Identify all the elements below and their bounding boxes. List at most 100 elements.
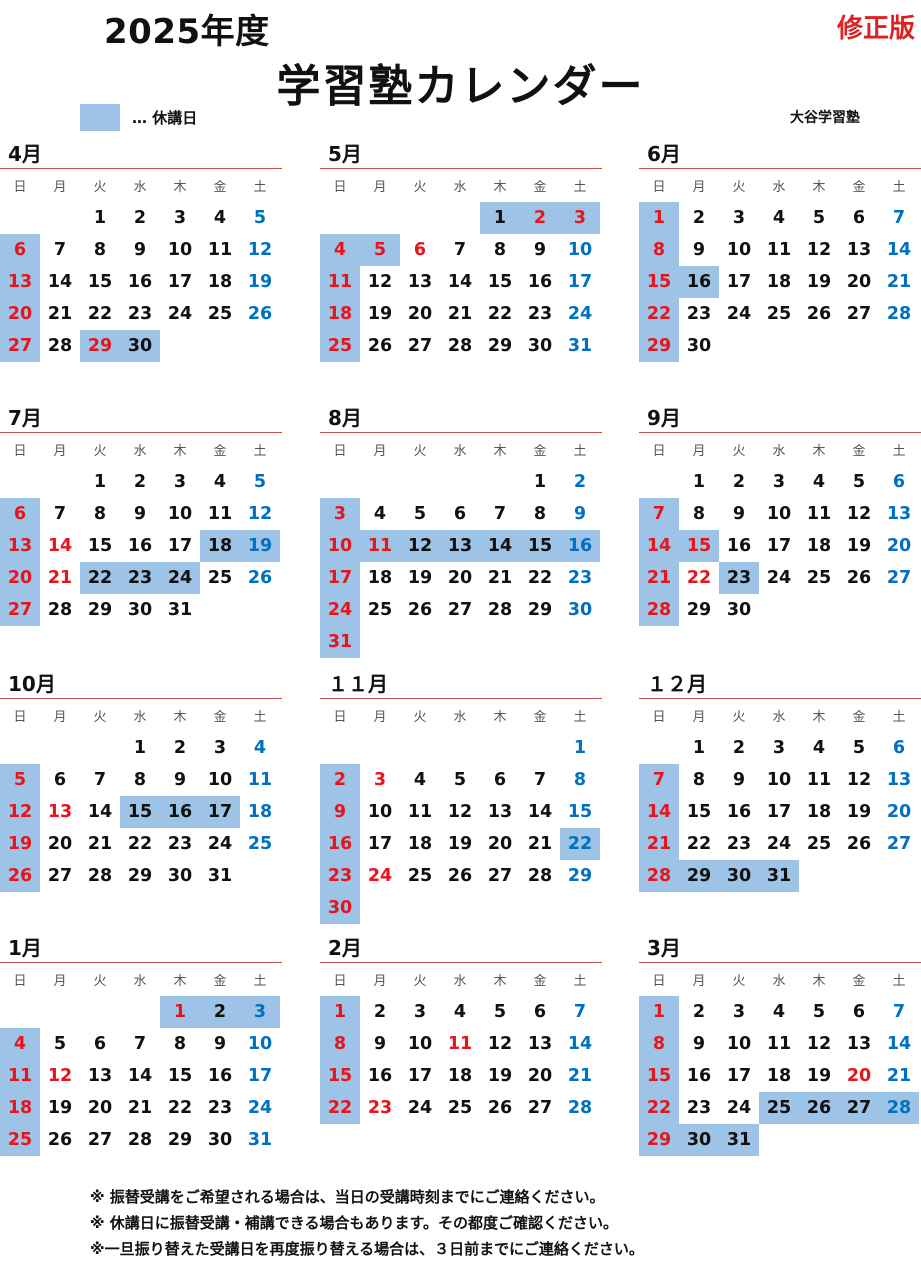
- closed-day-cell: 20: [0, 298, 40, 330]
- day-cell: 28: [447, 336, 473, 356]
- day-cell: 5: [453, 770, 467, 790]
- closed-day-cell: 28: [879, 1092, 919, 1124]
- day-cell: 17: [407, 1066, 433, 1086]
- closed-day-cell: 9: [320, 796, 360, 828]
- empty-cell: [440, 732, 480, 764]
- closed-day-cell: 29: [80, 330, 120, 362]
- weekday-label: 水: [772, 974, 786, 989]
- closed-day-cell: 23: [320, 860, 360, 892]
- weekday-label: 火: [93, 974, 107, 989]
- day-cell: 6: [892, 472, 906, 492]
- weekday-label: 月: [53, 180, 67, 195]
- weekday-label: 木: [173, 710, 187, 725]
- day-cell: 22: [686, 834, 712, 854]
- weekday-label: 日: [652, 710, 666, 725]
- day-cell: 25: [367, 600, 393, 620]
- weekday-label: 火: [732, 710, 746, 725]
- closed-day-cell: 1: [160, 996, 200, 1028]
- day-cell: 11: [207, 240, 233, 260]
- day-cell: 6: [453, 504, 467, 524]
- day-cell: 18: [766, 1066, 792, 1086]
- day-cell: 12: [447, 802, 473, 822]
- closed-day-cell: 8: [639, 234, 679, 266]
- day-cell: 14: [47, 272, 73, 292]
- day-cell: 16: [726, 802, 752, 822]
- closed-day-cell: 22: [320, 1092, 360, 1124]
- day-cell: 14: [886, 240, 912, 260]
- empty-cell: [360, 732, 400, 764]
- weekday-label: 火: [732, 180, 746, 195]
- day-cell: 8: [133, 770, 147, 790]
- weekday-label: 月: [692, 974, 706, 989]
- weekday-label: 日: [333, 710, 347, 725]
- day-cell: 20: [886, 802, 912, 822]
- day-cell: 28: [886, 304, 912, 324]
- day-cell: 27: [47, 866, 73, 886]
- empty-cell: [360, 202, 400, 234]
- empty-cell: [80, 996, 120, 1028]
- day-cell: 10: [247, 1034, 273, 1054]
- closed-day-cell: 13: [440, 530, 480, 562]
- empty-cell: [440, 466, 480, 498]
- day-cell: 22: [127, 834, 153, 854]
- weekday-label: 火: [413, 180, 427, 195]
- day-cell: 23: [686, 1098, 712, 1118]
- weekday-label: 水: [133, 710, 147, 725]
- day-cell: 4: [373, 504, 387, 524]
- day-cell: 29: [167, 1130, 193, 1150]
- day-cell: 18: [407, 834, 433, 854]
- day-cell: 10: [167, 240, 193, 260]
- weekday-label: 月: [373, 444, 387, 459]
- closed-day-cell: 11: [320, 266, 360, 298]
- day-cell: 1: [93, 472, 107, 492]
- day-cell: 17: [367, 834, 393, 854]
- closed-day-cell: 30: [320, 892, 360, 924]
- day-cell: 8: [493, 240, 507, 260]
- day-cell: 8: [692, 770, 706, 790]
- weekday-label: 土: [573, 710, 587, 725]
- day-cell: 2: [373, 1002, 387, 1022]
- day-cell: 23: [127, 304, 153, 324]
- weekday-label: 日: [333, 180, 347, 195]
- closed-day-cell: 13: [0, 266, 40, 298]
- closed-day-cell: 15: [679, 530, 719, 562]
- closed-day-cell: 22: [560, 828, 600, 860]
- day-cell: 16: [367, 1066, 393, 1086]
- closed-day-cell: 1: [639, 202, 679, 234]
- day-cell: 23: [167, 834, 193, 854]
- day-cell: 31: [567, 336, 593, 356]
- day-cell: 21: [567, 1066, 593, 1086]
- day-cell: 28: [127, 1130, 153, 1150]
- day-cell: 28: [47, 336, 73, 356]
- weekday-label: 火: [732, 444, 746, 459]
- day-cell: 26: [846, 568, 872, 588]
- day-cell: 19: [846, 802, 872, 822]
- weekday-header: 日月火水木金土: [639, 963, 921, 996]
- day-cell: 2: [133, 208, 147, 228]
- day-cell: 19: [47, 1098, 73, 1118]
- day-cell: 14: [447, 272, 473, 292]
- day-cell: 29: [487, 336, 513, 356]
- weekday-label: 金: [852, 974, 866, 989]
- day-cell: 17: [567, 272, 593, 292]
- closed-day-cell: 4: [320, 234, 360, 266]
- month-divider: [639, 698, 921, 699]
- day-cell: 17: [726, 272, 752, 292]
- month-divider: [0, 432, 282, 433]
- weekday-label: 水: [453, 710, 467, 725]
- day-cell: 27: [407, 336, 433, 356]
- note-line: ※ 休講日に振替受講・補講できる場合もあります。その都度ご確認ください。: [90, 1214, 619, 1232]
- day-cell: 27: [886, 834, 912, 854]
- weekday-label: 月: [373, 710, 387, 725]
- day-cell: 25: [207, 568, 233, 588]
- day-cell: 16: [527, 272, 553, 292]
- closed-day-cell: 26: [0, 860, 40, 892]
